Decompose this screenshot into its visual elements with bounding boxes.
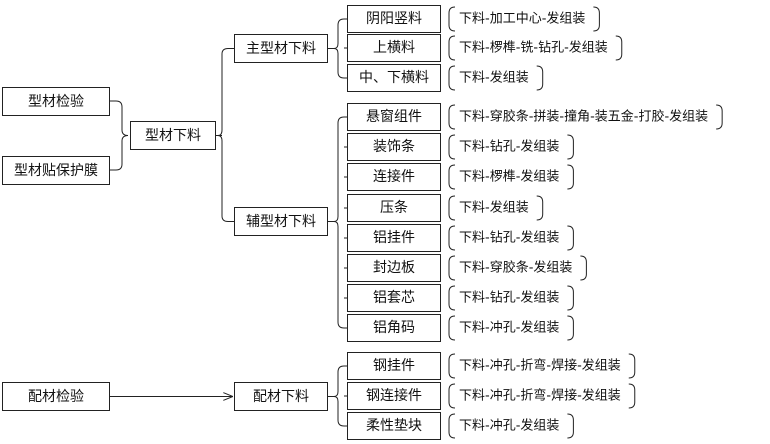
process-close-bracket [567, 315, 574, 341]
profile-film-label: 型材贴保护膜 [14, 162, 98, 179]
process-route: 下料-椤榫-铣-钻孔-发组装 [459, 40, 608, 56]
component-name: 封边板 [373, 260, 415, 276]
input-merge-bracket [110, 100, 129, 171]
accessory-inspection-label: 配材检验 [28, 388, 84, 405]
component-name: 中、下横料 [359, 70, 429, 86]
accessory-cutting-box: 配材下料 [234, 382, 328, 411]
component-box: 封边板 [347, 254, 441, 282]
profile-inspection-label: 型材检验 [28, 93, 84, 110]
process-close-bracket [536, 65, 544, 91]
process-open-bracket [448, 255, 456, 281]
component-box: 柔性垫块 [347, 412, 441, 440]
profile-inspection-box: 型材检验 [2, 87, 110, 116]
process-open-bracket [448, 353, 456, 379]
component-name: 连接件 [373, 169, 415, 185]
process-close-bracket [567, 134, 574, 160]
process-route: 下料-加工中心-发组装 [459, 11, 586, 27]
process-close-bracket [567, 225, 574, 251]
process-open-bracket [448, 65, 456, 91]
aux-profile-group-box: 辅型材下料 [234, 207, 328, 236]
process-route: 下料-钻孔-发组装 [459, 290, 560, 306]
component-name: 压条 [380, 200, 408, 216]
component-name: 钢挂件 [373, 358, 415, 374]
process-route: 下料-穿胶条-发组装 [459, 260, 573, 276]
component-name: 钢连接件 [366, 388, 422, 404]
process-open-bracket [448, 6, 456, 32]
component-box: 钢挂件 [347, 352, 441, 380]
process-close-bracket [567, 285, 574, 311]
component-box: 阴阳竖料 [347, 5, 441, 33]
process-close-bracket [536, 195, 544, 221]
process-close-bracket [567, 164, 574, 190]
component-box: 装饰条 [347, 133, 441, 161]
process-route: 下料-钻孔-发组装 [459, 230, 560, 246]
process-close-bracket [593, 6, 600, 32]
profile-cutting-label: 型材下料 [145, 127, 201, 144]
profile-cutting-box: 型材下料 [130, 121, 216, 150]
process-open-bracket [448, 225, 456, 251]
process-open-bracket [448, 134, 456, 160]
aux-profile-group-label: 辅型材下料 [246, 213, 316, 230]
stage-split-connector [216, 48, 234, 222]
process-route: 下料-冲孔-折弯-焊接-发组装 [459, 388, 621, 404]
process-close-bracket [580, 255, 587, 281]
group-fan-connector [328, 365, 347, 427]
process-open-bracket [448, 285, 456, 311]
component-name: 装饰条 [373, 139, 415, 155]
process-open-bracket [448, 315, 456, 341]
component-name: 阴阳竖料 [366, 11, 422, 27]
component-box: 压条 [347, 194, 441, 222]
group-fan-connector [328, 18, 347, 79]
component-box: 悬窗组件 [347, 103, 441, 131]
accessory-inspection-box: 配材检验 [2, 382, 110, 411]
component-box: 铝挂件 [347, 224, 441, 252]
process-open-bracket [448, 383, 456, 409]
component-box: 钢连接件 [347, 382, 441, 410]
process-route: 下料-发组装 [459, 70, 529, 86]
main-profile-group-label: 主型材下料 [246, 40, 316, 57]
process-route: 下料-冲孔-折弯-焊接-发组装 [459, 358, 621, 374]
component-box: 上横料 [347, 34, 441, 62]
process-route: 下料-椤榫-发组装 [459, 169, 560, 185]
component-name: 柔性垫块 [366, 418, 422, 434]
component-box: 连接件 [347, 163, 441, 191]
component-name: 铝挂件 [373, 230, 415, 246]
group-fan-connector [328, 116, 347, 329]
component-box: 铝角码 [347, 314, 441, 342]
process-open-bracket [448, 104, 456, 130]
profile-film-box: 型材贴保护膜 [2, 156, 110, 185]
component-name: 上横料 [373, 40, 415, 56]
process-close-bracket [716, 104, 723, 130]
accessory-cutting-label: 配材下料 [253, 388, 309, 405]
process-route: 下料-钻孔-发组装 [459, 139, 560, 155]
component-name: 铝套芯 [373, 290, 415, 306]
process-open-bracket [448, 35, 456, 61]
process-open-bracket [448, 164, 456, 190]
process-close-bracket [567, 413, 574, 439]
component-box: 中、下横料 [347, 64, 441, 92]
component-name: 悬窗组件 [366, 109, 422, 125]
main-profile-group-box: 主型材下料 [234, 34, 328, 63]
process-open-bracket [448, 413, 456, 439]
process-route: 下料-冲孔-发组装 [459, 320, 560, 336]
process-close-bracket [628, 383, 636, 409]
process-open-bracket [448, 195, 456, 221]
process-route: 下料-发组装 [459, 200, 529, 216]
process-route: 下料-穿胶条-拼装-撞角-装五金-打胶-发组装 [459, 109, 709, 125]
process-route: 下料-冲孔-发组装 [459, 418, 560, 434]
process-close-bracket [615, 35, 623, 61]
component-name: 铝角码 [373, 320, 415, 336]
component-box: 铝套芯 [347, 284, 441, 312]
process-close-bracket [628, 353, 636, 379]
